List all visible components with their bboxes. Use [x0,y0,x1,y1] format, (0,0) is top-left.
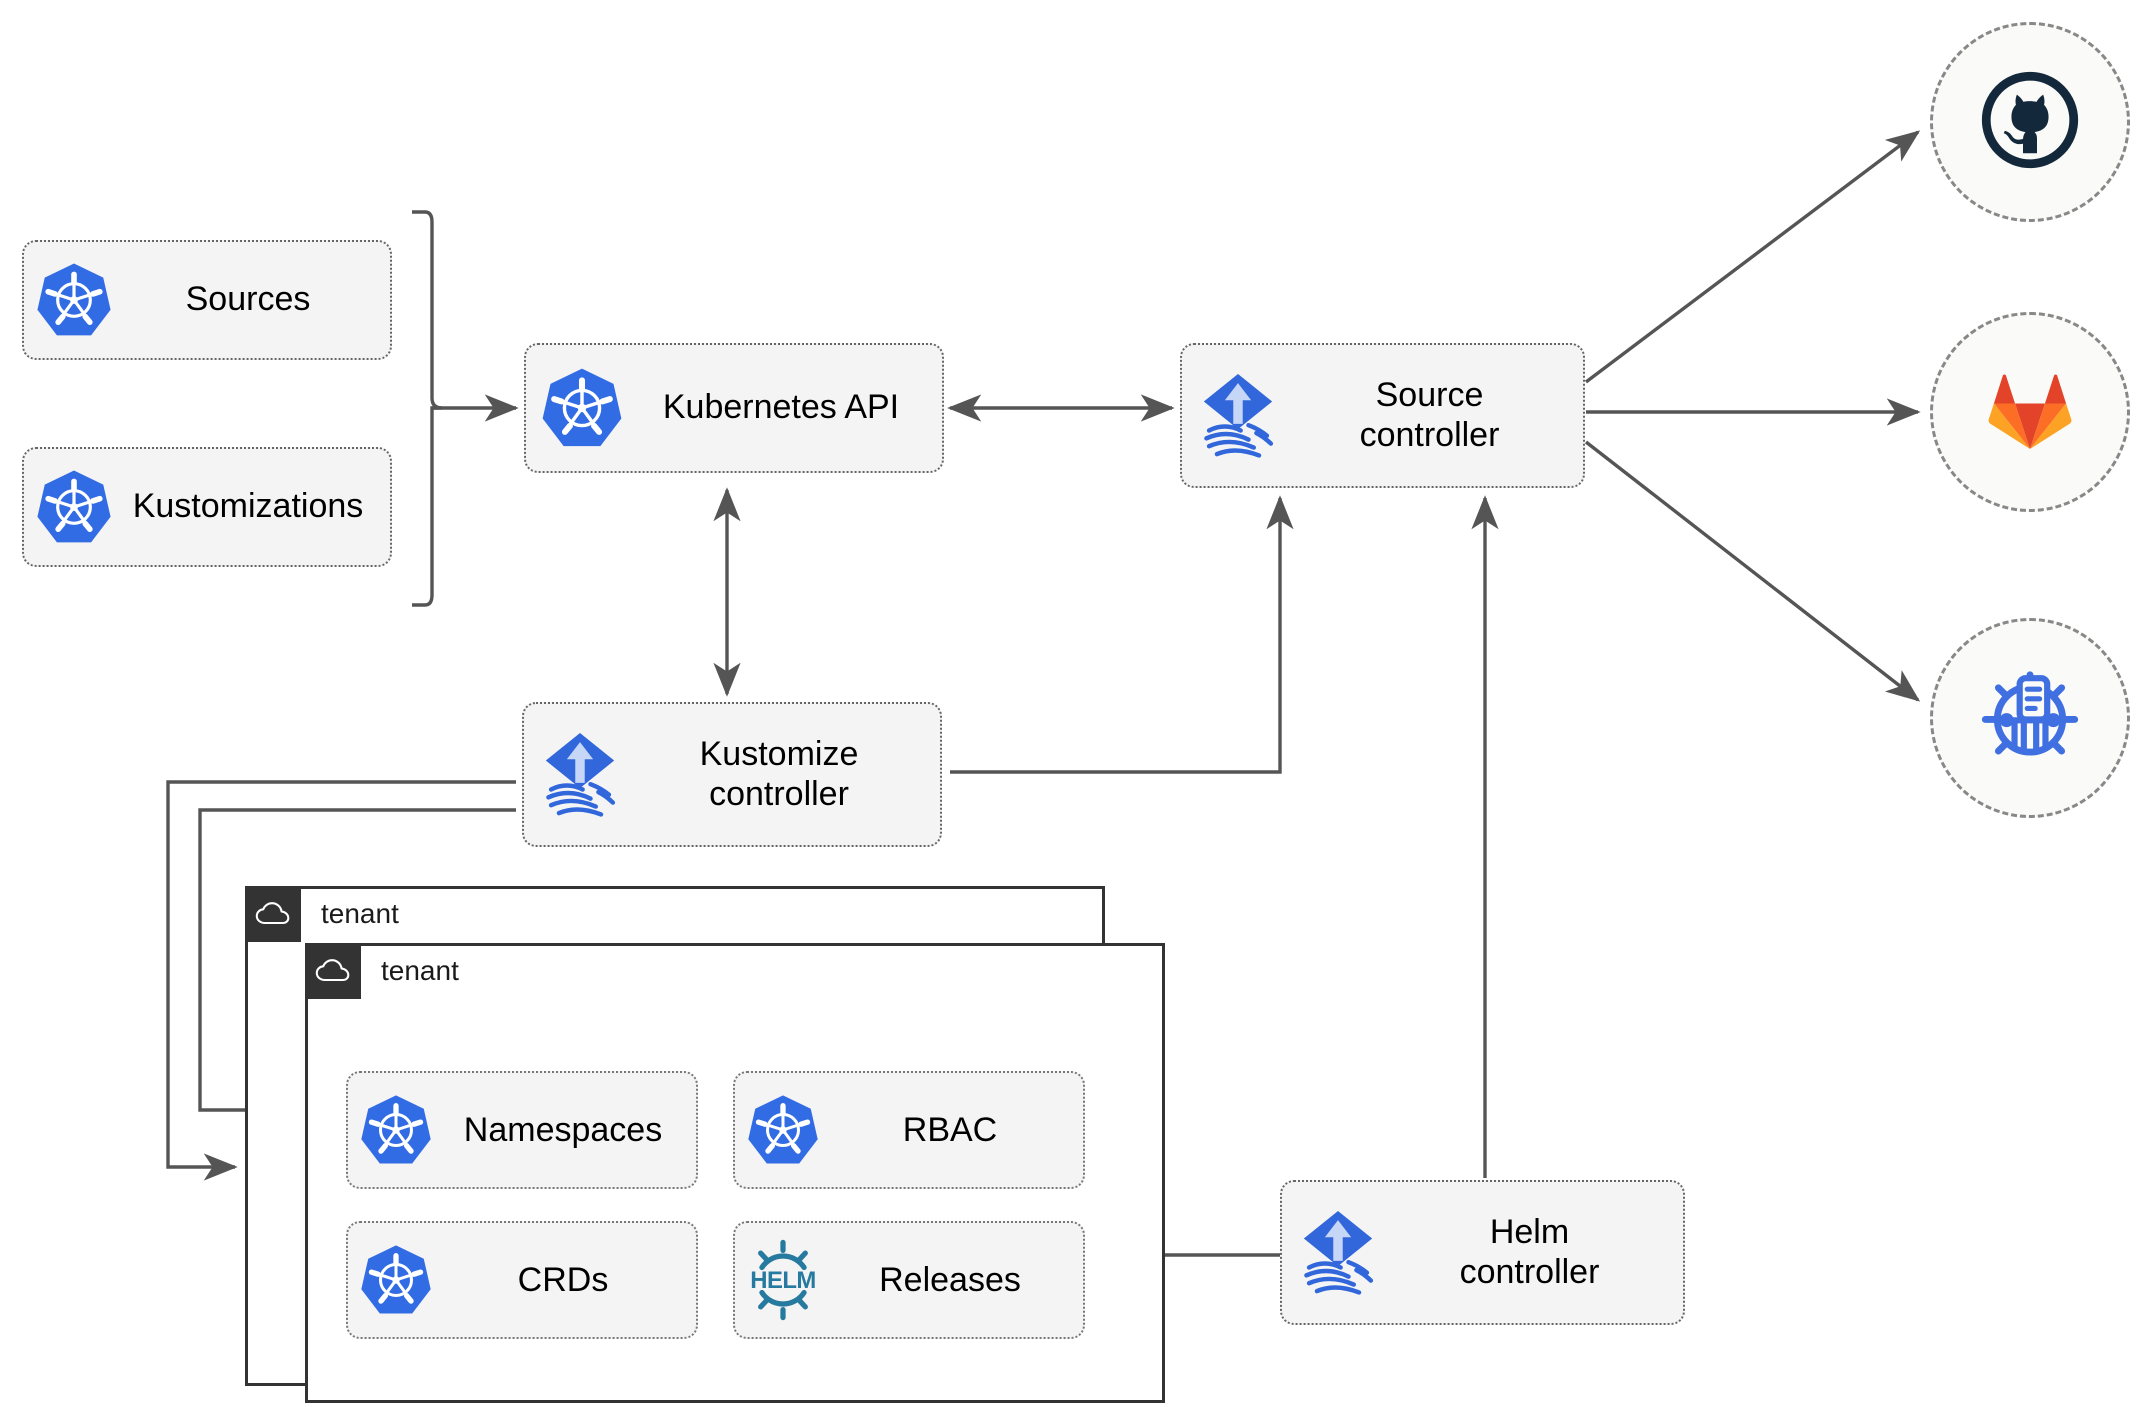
node-sources-label: Sources [185,280,311,319]
resource-crds-label: CRDs [517,1260,609,1299]
github-icon [1974,64,2086,181]
node-source-controller[interactable]: Source controller [1180,343,1585,488]
gitlab-icon [1978,358,2082,467]
flux-icon [1282,1207,1394,1299]
tenant-2-label: tenant [381,955,459,986]
endpoint-gitlab[interactable] [1930,312,2130,512]
resource-releases-label: Releases [879,1260,1021,1299]
node-helm-controller-label: Helm controller [1459,1213,1600,1291]
svg-text:HELM: HELM [750,1267,815,1294]
resource-releases[interactable]: HELM Releases [733,1221,1085,1339]
endpoint-helm-repository[interactable] [1930,618,2130,818]
node-kubernetes-api[interactable]: Kubernetes API [524,343,944,473]
node-source-controller-label: Source controller [1359,376,1500,454]
node-kustomize-controller-label: Kustomize controller [699,735,859,813]
kubernetes-icon [348,1093,444,1167]
helm-chart-repository-icon [1975,661,2085,776]
kubernetes-icon [526,366,638,450]
edge-sources-bracket [412,210,443,607]
node-kustomize-controller[interactable]: Kustomize controller [522,702,942,847]
kubernetes-icon [348,1243,444,1317]
tenant-1-header: tenant [245,886,399,942]
node-sources[interactable]: Sources [22,240,392,360]
resource-namespaces-label: Namespaces [463,1110,663,1149]
node-helm-controller[interactable]: Helm controller [1280,1180,1685,1325]
resource-namespaces[interactable]: Namespaces [346,1071,698,1189]
helm-icon: HELM [735,1239,831,1321]
tenant-container-2[interactable]: tenant [305,943,1165,1403]
edge-kustomize-controller-source-controller [950,495,1294,774]
resource-rbac-label: RBAC [902,1110,998,1149]
edge-source-controller-github [1584,130,1921,384]
kubernetes-icon [24,468,124,546]
kubernetes-icon [735,1093,831,1167]
resource-rbac[interactable]: RBAC [733,1071,1085,1189]
tenant-2-header: tenant [305,943,459,999]
edge-source-controller-helm-repository [1584,440,1921,702]
kubernetes-icon [24,261,124,339]
node-kubernetes-api-label: Kubernetes API [662,388,900,427]
cloud-icon [305,943,361,999]
flux-icon [524,729,636,821]
node-kustomizations[interactable]: Kustomizations [22,447,392,567]
cloud-icon [245,886,301,942]
node-kustomizations-label: Kustomizations [132,487,364,526]
endpoint-github[interactable] [1930,22,2130,222]
tenant-1-label: tenant [321,898,399,929]
resource-crds[interactable]: CRDs [346,1221,698,1339]
flux-icon [1182,370,1294,462]
